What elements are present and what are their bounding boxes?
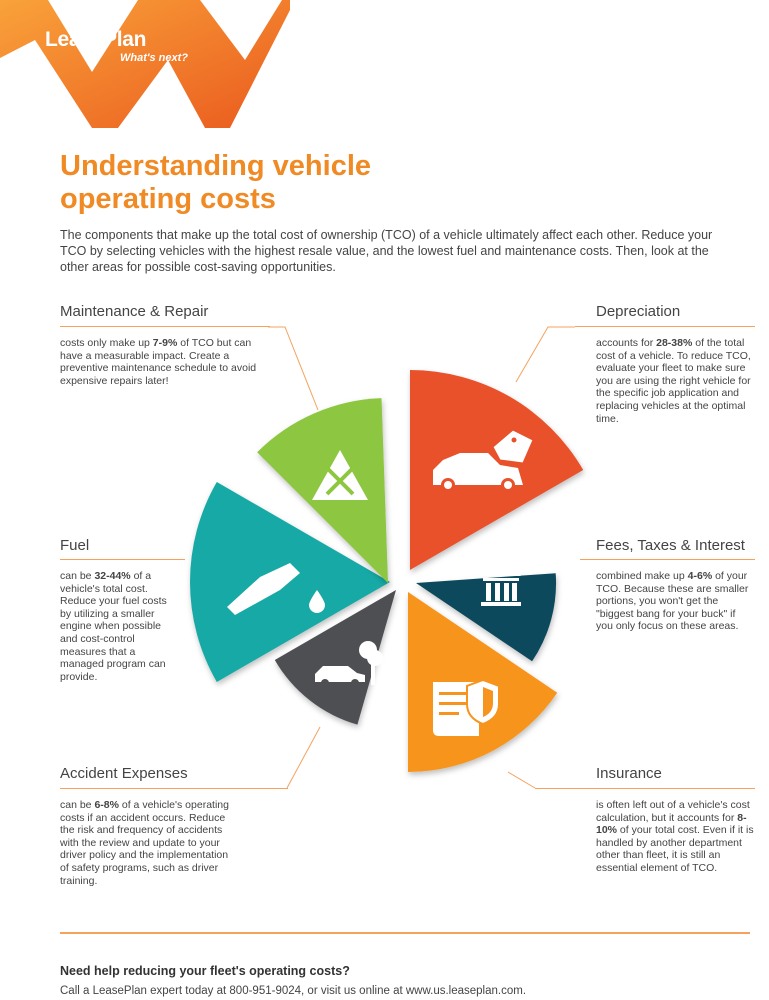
car-crash-icon — [315, 641, 383, 687]
accident-title: Accident Expenses — [60, 765, 188, 782]
insurance-percentage: 8-10% — [596, 811, 747, 837]
insurance-document-shield-icon — [433, 678, 500, 736]
fuel-text-pre: can be — [60, 570, 95, 582]
depreciation-body: accounts for 28-38% of the total cost of… — [596, 337, 756, 425]
maintenance-connector — [268, 326, 319, 411]
fuel-percentage: 32-44% — [94, 570, 131, 582]
wrench-screwdriver-icon — [312, 450, 368, 500]
maintenance-text-post: of TCO but can have a measurable impact.… — [60, 337, 257, 387]
insurance-text-post: of your total cost. Even if it is handle… — [596, 824, 754, 874]
depreciation-connector — [515, 326, 575, 383]
fees-text-pre: combined make up — [596, 570, 688, 582]
insurance-rule — [535, 788, 755, 789]
maintenance-rule — [60, 326, 270, 327]
fuel-slice — [190, 482, 390, 682]
accident-rule — [60, 788, 288, 789]
insurance-body: is often left out of a vehicle's cost ca… — [596, 799, 756, 875]
fuel-body: can be 32-44% of a vehicle's total cost.… — [60, 570, 175, 683]
insurance-title: Insurance — [596, 765, 662, 782]
insurance-text-pre: is often left out of a vehicle's cost ca… — [596, 799, 750, 824]
brand-logo-text: LeasePlan — [45, 28, 147, 51]
accident-slice — [274, 590, 396, 725]
fees-text-post: of your TCO. Because these are smaller p… — [596, 570, 749, 633]
maintenance-percentage: 7-9% — [152, 337, 178, 349]
depreciation-title: Depreciation — [596, 303, 681, 320]
depreciation-percentage: 28-38% — [656, 337, 693, 349]
maintenance-body: costs only make up 7-9% of TCO but can h… — [60, 337, 265, 387]
depreciation-text-post: of the total cost of a vehicle. To reduc… — [596, 337, 751, 425]
page-title: Understanding vehicle operating costs — [60, 150, 372, 215]
footer-divider — [60, 932, 750, 934]
fees-slice — [416, 573, 557, 662]
fees-rule — [580, 559, 755, 560]
maintenance-text-pre: costs only make up — [60, 337, 153, 349]
brand-tagline: What's next? — [120, 52, 189, 64]
car-price-tag-icon — [433, 429, 534, 492]
accident-text-pre: can be — [60, 799, 95, 811]
depreciation-rule — [575, 326, 755, 327]
fees-title: Fees, Taxes & Interest — [596, 537, 745, 554]
fuel-nozzle-icon — [227, 563, 325, 615]
fuel-title: Fuel — [60, 537, 90, 554]
depreciation-text-pre: accounts for — [596, 337, 657, 349]
accident-text-post: of a vehicle's operating costs if an acc… — [60, 799, 229, 887]
accident-connector — [286, 726, 321, 789]
accident-percentage: 6-8% — [94, 799, 119, 811]
maintenance-title: Maintenance & Repair — [60, 303, 209, 320]
insurance-connector — [507, 771, 536, 789]
accident-body: can be 6-8% of a vehicle's operating cos… — [60, 799, 230, 887]
intro-paragraph: The components that make up the total co… — [60, 228, 713, 274]
fuel-rule — [60, 559, 185, 560]
footer-question: Need help reducing your fleet's operatin… — [60, 964, 350, 978]
leaseplan-logo-swoosh — [0, 0, 290, 128]
bank-building-icon — [481, 564, 521, 606]
footer-contact-text: Call a LeasePlan expert today at 800-951… — [60, 985, 527, 997]
fees-percentage: 4-6% — [687, 570, 713, 582]
fuel-text-post: of a vehicle's total cost. Reduce your f… — [60, 570, 167, 683]
fees-body: combined make up 4-6% of your TCO. Becau… — [596, 570, 751, 633]
